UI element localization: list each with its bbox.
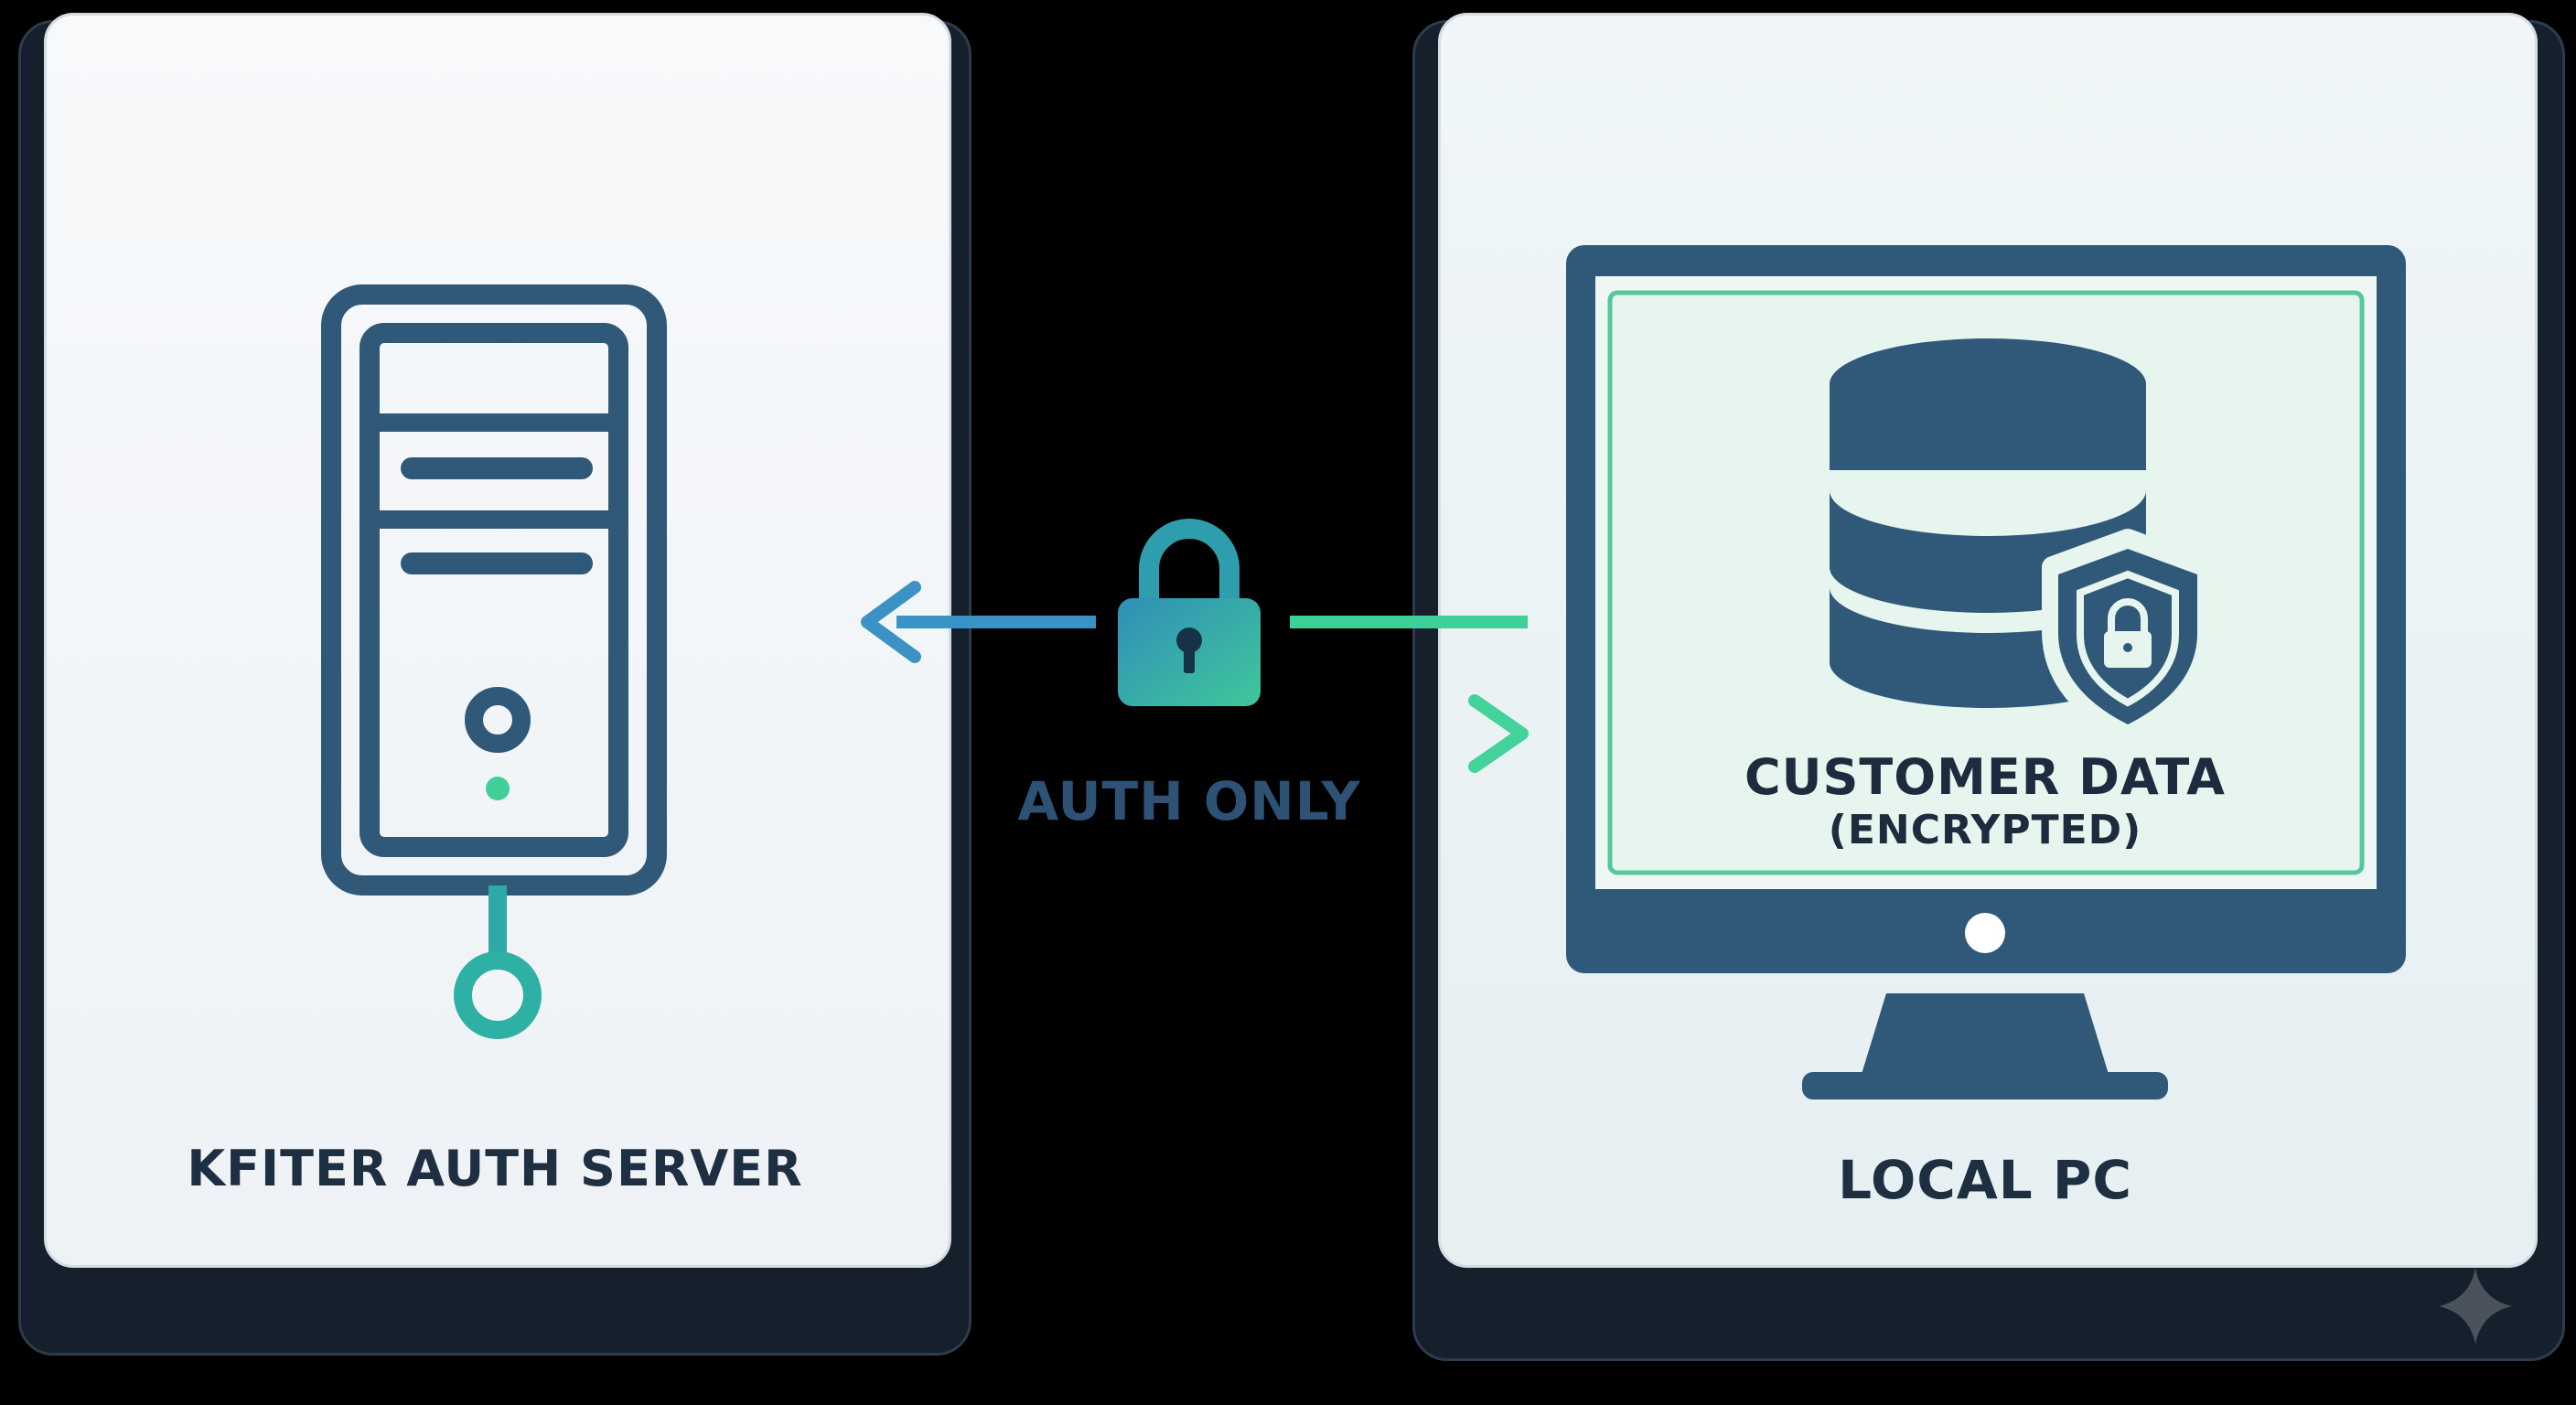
local-pc-label: LOCAL PC <box>1838 1149 2132 1211</box>
server-icon <box>321 284 667 896</box>
auth-only-label: AUTH ONLY <box>1017 770 1361 832</box>
auth-server-panel <box>44 13 951 1268</box>
request-arrow <box>856 694 1529 773</box>
padlock-icon <box>1118 519 1261 706</box>
customer-data-title: CUSTOMER DATA <box>1744 748 2226 806</box>
shield-lock-icon <box>2042 529 2214 743</box>
auth-server-label: KFITER AUTH SERVER <box>187 1140 803 1197</box>
response-arrow <box>861 581 1528 663</box>
customer-data-subtitle: (ENCRYPTED) <box>1828 807 2142 853</box>
sparkle-icon <box>2439 1268 2512 1345</box>
network-icon <box>268 885 727 1039</box>
